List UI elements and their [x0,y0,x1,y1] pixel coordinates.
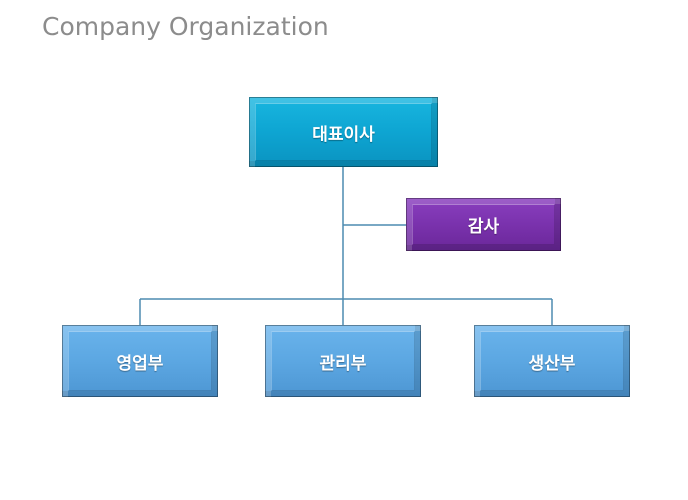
org-box-production-label: 생산부 [528,353,576,374]
org-box-ceo[interactable]: 대표이사 [249,97,438,167]
page-title: Company Organization [42,12,329,41]
org-box-management[interactable]: 관리부 [265,325,421,397]
org-box-management-label: 관리부 [319,353,367,374]
org-box-sales-label: 영업부 [116,353,164,374]
org-box-production[interactable]: 생산부 [474,325,630,397]
org-box-audit[interactable]: 감사 [406,198,561,251]
org-box-sales[interactable]: 영업부 [62,325,218,397]
org-box-audit-label: 감사 [467,217,500,237]
org-box-ceo-label: 대표이사 [312,124,375,145]
